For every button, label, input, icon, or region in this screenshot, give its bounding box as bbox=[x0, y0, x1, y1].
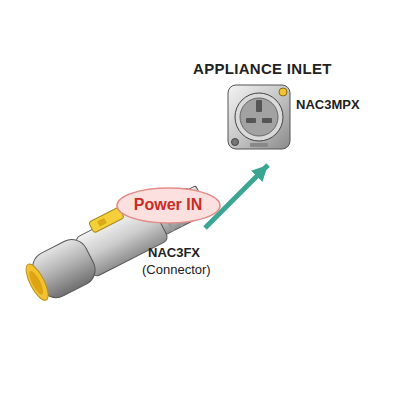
connector-latch-grip bbox=[97, 218, 107, 227]
inlet-plate bbox=[250, 143, 268, 147]
part-type: (Connector) bbox=[142, 263, 211, 278]
part-number: NAC3MPX bbox=[296, 98, 360, 113]
inlet-screw bbox=[232, 139, 239, 146]
connector-tip bbox=[22, 261, 53, 303]
signal-ellipse: Power IN bbox=[116, 187, 221, 224]
inlet-pin bbox=[246, 118, 256, 123]
connector-group: NAC3FX (Connector) bbox=[20, 228, 230, 288]
inlet-pin bbox=[256, 100, 262, 112]
inlet-pin bbox=[262, 118, 272, 123]
inlet-socket bbox=[240, 98, 278, 136]
inlet-screw bbox=[279, 88, 287, 96]
inlet-illustration bbox=[228, 85, 290, 149]
inlet-ring bbox=[235, 93, 283, 141]
part-number: NAC3FX bbox=[148, 246, 200, 261]
signal-label: Power IN bbox=[134, 196, 202, 214]
ellipse-shape bbox=[117, 188, 220, 223]
connector-tip-inner bbox=[27, 269, 46, 296]
inlet-group: APPLIANCE INLET NAC3MPX bbox=[185, 55, 390, 165]
inlet-heading: APPLIANCE INLET bbox=[193, 60, 332, 77]
inlet-flange bbox=[228, 85, 290, 149]
